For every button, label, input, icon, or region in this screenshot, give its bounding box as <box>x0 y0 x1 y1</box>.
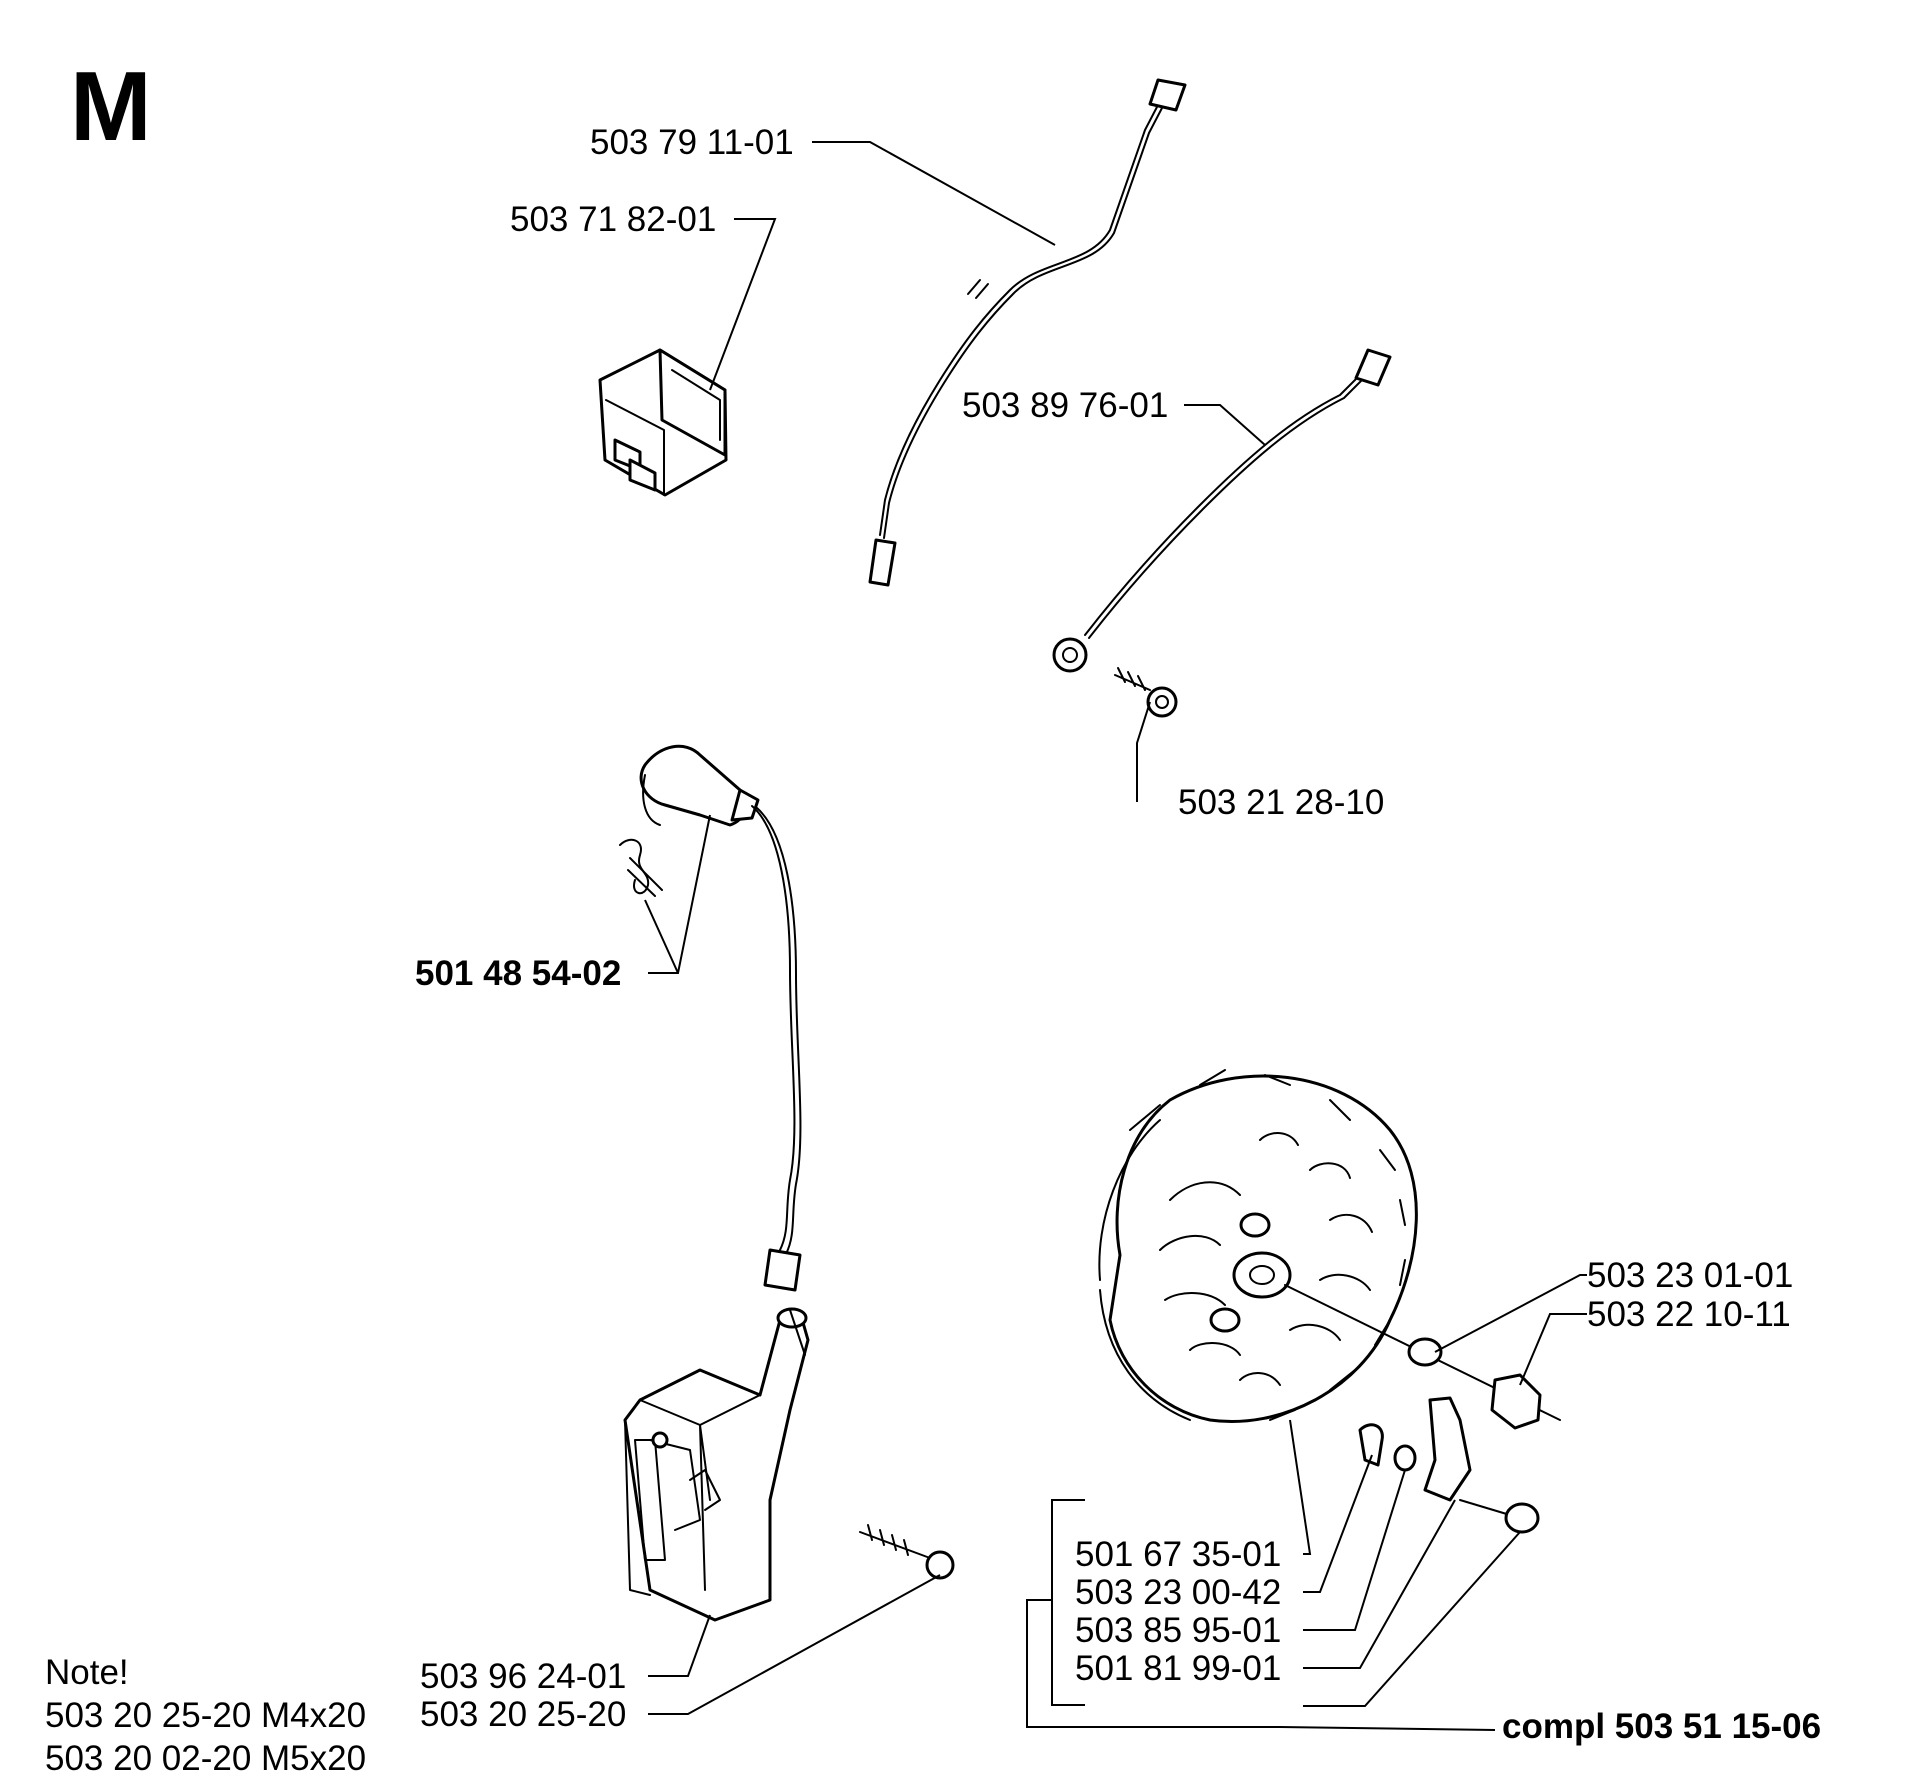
label-module-screw: 503 20 25-20 <box>420 1695 626 1734</box>
label-flywheel-compl: compl 503 51 15-06 <box>1502 1707 1821 1746</box>
ignition-module-drawing <box>623 1307 955 1622</box>
note-title: Note! <box>45 1653 129 1692</box>
label-switch: 503 71 82-01 <box>510 200 716 239</box>
label-wire-b: 503 89 76-01 <box>962 386 1168 425</box>
switch-drawing <box>598 348 728 497</box>
label-screw-small: 503 21 28-10 <box>1178 783 1384 822</box>
wire-a-drawing <box>868 78 1187 587</box>
label-washer-small: 503 23 00-42 <box>1075 1573 1281 1612</box>
section-letter: M <box>70 51 152 161</box>
label-ignition-module: 503 96 24-01 <box>420 1657 626 1696</box>
spark-cap-drawing <box>619 744 802 1292</box>
label-spark-cap: 501 48 54-02 <box>415 954 621 993</box>
label-pawl: 503 85 95-01 <box>1075 1611 1281 1650</box>
label-pawl-screw: 501 81 99-01 <box>1075 1649 1281 1688</box>
flywheel-drawing <box>1098 1069 1561 1534</box>
label-washer: 503 23 01-01 <box>1587 1256 1793 1295</box>
label-flywheel-key: 501 67 35-01 <box>1075 1535 1281 1574</box>
note-line-1: 503 20 25-20 M4x20 <box>45 1696 366 1735</box>
note-line-2: 503 20 02-20 M5x20 <box>45 1739 366 1778</box>
leader-lines <box>644 141 1587 1731</box>
label-nut: 503 22 10-11 <box>1587 1295 1791 1334</box>
note-block: Note! 503 20 25-20 M4x20 503 20 02-20 M5… <box>45 1653 366 1778</box>
label-wire-a: 503 79 11-01 <box>590 123 794 162</box>
wire-b-drawing <box>1052 348 1392 718</box>
